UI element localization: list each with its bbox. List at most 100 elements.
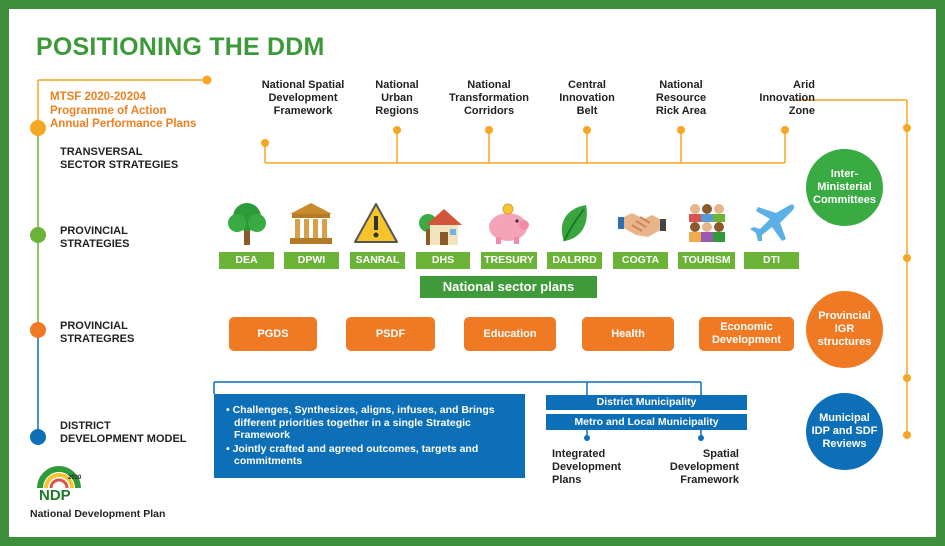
people-icon [689,204,725,242]
piggy-bank-icon [489,203,529,244]
framework-line: Corridors [463,105,515,117]
framework-arid-zone: Arid Innovation Zone [740,79,815,118]
provincial-item-label: PGDS [257,327,289,340]
circle-label: Inter- [830,168,859,180]
spatial-development-framework-label: Spatial Development Framework [660,448,739,487]
framework-line: Framework [273,105,333,117]
framework-line: Belt [576,105,598,117]
dept-tag-dea: DEA [219,252,274,269]
page-title: POSITIONING THE DDM [36,33,325,61]
dept-tag-sanral: SANRAL [350,252,405,269]
dept-tag-cogta: COGTA [613,252,668,269]
framework-line: Rick Area [655,105,707,117]
national-sector-plans-banner: National sector plans [420,276,597,298]
framework-transformation-corridors: National Transformation Corridors [439,79,539,118]
circle-label: Committees [813,194,876,206]
mtsf-line: Programme of Action [50,104,167,117]
ndp-label: National Development Plan [30,508,166,520]
framework-line: National [659,79,703,91]
framework-line: Arid [793,79,815,91]
dept-tag-dalrrd: DALRRD [547,252,602,269]
level-label-line: PROVINCIAL [60,320,128,332]
level-label-line: TRANSVERSAL [60,146,143,158]
circle-label: IGR [834,323,855,335]
house-icon [419,209,462,245]
level-label-line: STRATEGIES [60,238,130,250]
framework-innovation-belt: Central Innovation Belt [547,79,627,118]
metro-local-municipality-bar: Metro and Local Municipality [546,414,747,430]
framework-line: Regions [375,105,419,117]
airplane-icon [750,204,795,241]
framework-line: National Spatial [261,79,345,91]
sub-label-line: Framework [680,474,739,486]
integrated-development-plans-label: Integrated Development Plans [552,448,621,487]
framework-line: Innovation [759,92,815,104]
dept-tag-dpwi: DPWI [284,252,339,269]
level-label-transversal: TRANSVERSAL SECTOR STRATEGIES [60,146,178,172]
mtsf-line: Annual Performance Plans [50,118,197,130]
framework-line: Transformation [448,92,530,104]
level-label-provincial-strategies: PROVINCIAL STRATEGIES [60,225,129,251]
provincial-item-label: Health [611,327,645,340]
level-label-line: DEVELOPMENT MODEL [60,433,187,445]
ndp-logo-year: 2030 [68,475,82,481]
level-dot-provincial-strategies [30,227,46,243]
level-label-line: DISTRICT [60,420,111,432]
level-dot-ddm [30,429,46,445]
level-dot-provincial-strategres [30,322,46,338]
provincial-item-label: Development [711,334,782,346]
level-label-line: STRATEGRES [60,333,135,345]
provincial-item-label: Education [483,327,537,340]
framework-national-spatial: National Spatial Development Framework [248,79,358,118]
leaf-icon [561,205,587,242]
circle-label: IDP and SDF [811,425,878,437]
circle-label: Reviews [822,438,867,450]
provincial-item-pgds: PGDS [229,317,317,351]
dept-tag-dhs: DHS [416,252,470,269]
municipal-idp-sdf-reviews-circle: Municipal IDP and SDF Reviews [806,393,883,470]
circle-label: structures [817,336,872,348]
ndp-logo-acronym: NDP [39,487,71,502]
framework-line: Urban [381,92,413,104]
sub-label-line: Plans [552,474,582,486]
sub-label-line: Integrated [552,448,606,460]
level-label-ddm: DISTRICT DEVELOPMENT MODEL [60,420,187,446]
provincial-igr-structures-circle: Provincial IGR structures [806,291,883,368]
tree-icon [228,203,266,245]
building-icon [290,203,332,244]
mtsf-block: MTSF 2020-20204 Programme of Action Annu… [50,91,196,132]
sub-label-line: Spatial [702,448,739,460]
dept-tag-tresury: TRESURY [481,252,537,269]
circle-label: Municipal [819,412,870,424]
level-label-line: PROVINCIAL [60,225,128,237]
provincial-item-label: PSDF [375,327,406,340]
mtsf-line: MTSF 2020-20204 [50,91,146,103]
provincial-item-psdf: PSDF [346,317,435,351]
sub-label-line: Development [552,461,622,473]
ddm-bullet: • Challenges, Synthesizes, aligns, infus… [226,404,495,441]
provincial-item-education: Education [464,317,556,351]
dept-tag-dti: DTI [744,252,799,269]
connector-dot [202,75,212,85]
ddm-description-box: • Challenges, Synthesizes, aligns, infus… [214,394,525,478]
framework-line: Development [268,92,338,104]
framework-line: National [467,79,511,91]
framework-line: Innovation [559,92,615,104]
ndp-logo: 2030 NDP [37,466,82,502]
framework-line: Zone [788,105,815,117]
framework-line: National [375,79,419,91]
circle-label: Provincial [818,310,871,322]
circle-label: Ministerial [817,181,872,193]
framework-urban-regions: National Urban Regions [357,79,437,118]
sub-label-line: Development [669,461,739,473]
framework-line: Resource [655,92,707,104]
framework-resource-area: National Resource Rick Area [641,79,721,118]
provincial-item-economic-development: Economic Development [699,317,794,351]
level-label-provincial-strategres: PROVINCIAL STRATEGRES [60,320,134,346]
inter-ministerial-committees-circle: Inter- Ministerial Committees [806,149,883,226]
ddm-bullet: • Jointly crafted and agreed outcomes, t… [226,442,479,468]
district-municipality-bar: District Municipality [546,395,747,410]
level-label-line: SECTOR STRATEGIES [60,159,179,171]
warning-sign-icon [354,203,398,243]
